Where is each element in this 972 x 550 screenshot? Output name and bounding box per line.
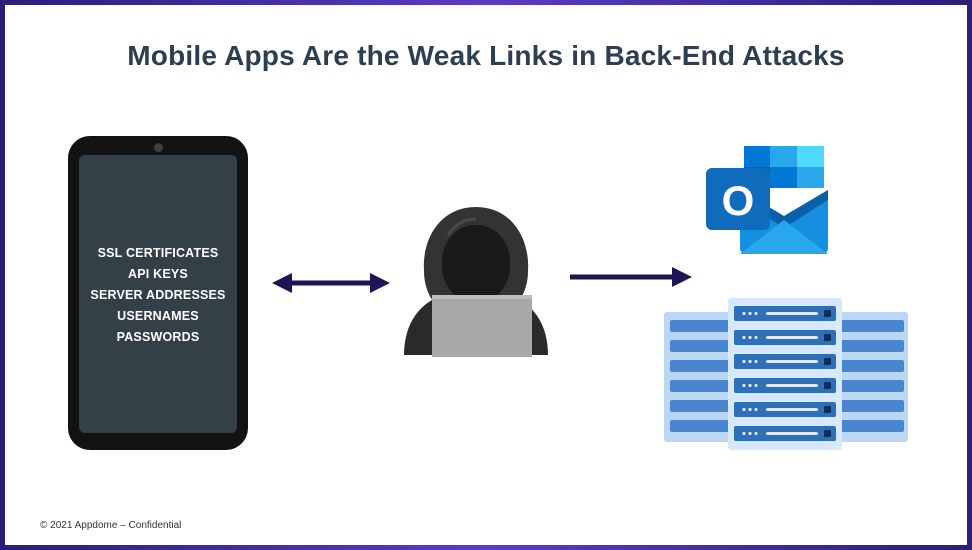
footer-copyright: © 2021 Appdome – Confidential (40, 520, 182, 531)
double-arrow-icon (272, 273, 390, 293)
right-arrow-icon (570, 267, 692, 287)
phone-screen: SSL CERTIFICATES API KEYS SERVER ADDRESS… (79, 155, 237, 433)
smartphone-icon: SSL CERTIFICATES API KEYS SERVER ADDRESS… (68, 136, 248, 450)
camera-dot (154, 143, 163, 152)
secrets-list: SSL CERTIFICATES API KEYS SERVER ADDRESS… (79, 243, 237, 348)
hooded-hacker-icon (404, 207, 548, 357)
list-item: SERVER ADDRESSES (90, 288, 226, 302)
laptop-icon (432, 295, 532, 357)
list-item: SSL CERTIFICATES (97, 246, 219, 260)
outlook-letter: O (722, 177, 755, 224)
list-item: USERNAMES (117, 309, 199, 323)
slide-title: Mobile Apps Are the Weak Links in Back-E… (127, 40, 845, 71)
list-item: API KEYS (128, 267, 188, 281)
server-rack-icon (664, 298, 908, 450)
outlook-icon: O (706, 146, 828, 254)
list-item: PASSWORDS (116, 330, 200, 344)
